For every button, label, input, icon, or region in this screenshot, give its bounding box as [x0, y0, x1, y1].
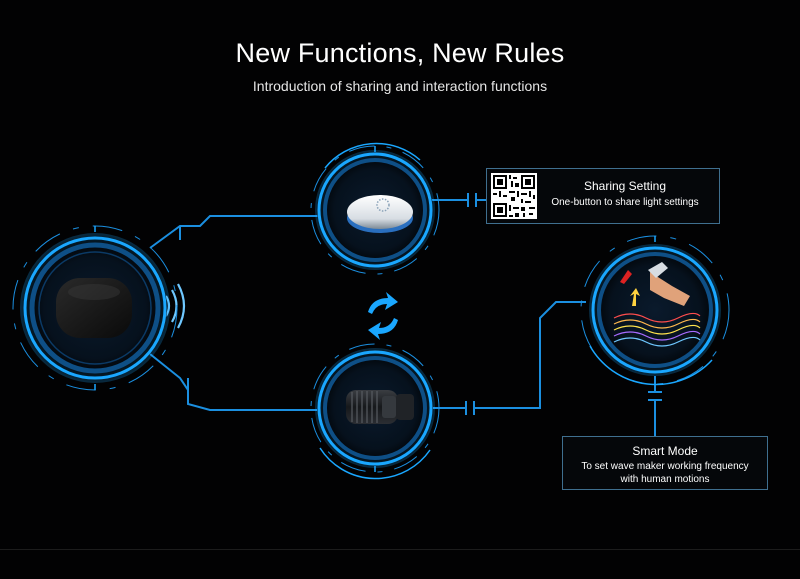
- hub-tick-marks: [94, 146, 656, 472]
- sharing-setting-description: One-button to share light settings: [551, 197, 699, 208]
- smart-mode-description-line2: with human motions: [620, 474, 710, 485]
- connection-lines: [149, 199, 656, 436]
- page-subtitle: Introduction of sharing and interaction …: [252, 78, 548, 94]
- link-left-to-bottom: [149, 353, 318, 411]
- sync-arrows-icon: [368, 292, 398, 340]
- qr-code-icon: [491, 173, 537, 219]
- light-device: [347, 195, 413, 229]
- smart-mode-card: Smart Mode To set wave maker working fre…: [562, 436, 768, 490]
- smart-mode-hub: [580, 235, 730, 386]
- smart-mode-title: Smart Mode: [632, 444, 698, 458]
- controller-device: [56, 278, 132, 338]
- hand-gesture-icon: [620, 262, 690, 306]
- smart-mode-description: To set wave maker working frequency with…: [563, 460, 767, 486]
- sharing-setting-title: Sharing Setting: [583, 179, 667, 193]
- pump-hub: [310, 343, 440, 480]
- link-left-to-top: [149, 215, 318, 249]
- page-title: New Functions, New Rules: [235, 38, 565, 68]
- connector-ticks: [465, 193, 662, 415]
- bottom-divider: [0, 549, 800, 550]
- controller-hub: [12, 225, 178, 391]
- wave-lines: [613, 312, 701, 347]
- wave-maker-device: [346, 390, 414, 424]
- sharing-setting-card: Sharing Setting One-button to share ligh…: [486, 168, 720, 224]
- smart-mode-description-line1: To set wave maker working frequency: [581, 461, 749, 472]
- light-hub: [310, 142, 440, 275]
